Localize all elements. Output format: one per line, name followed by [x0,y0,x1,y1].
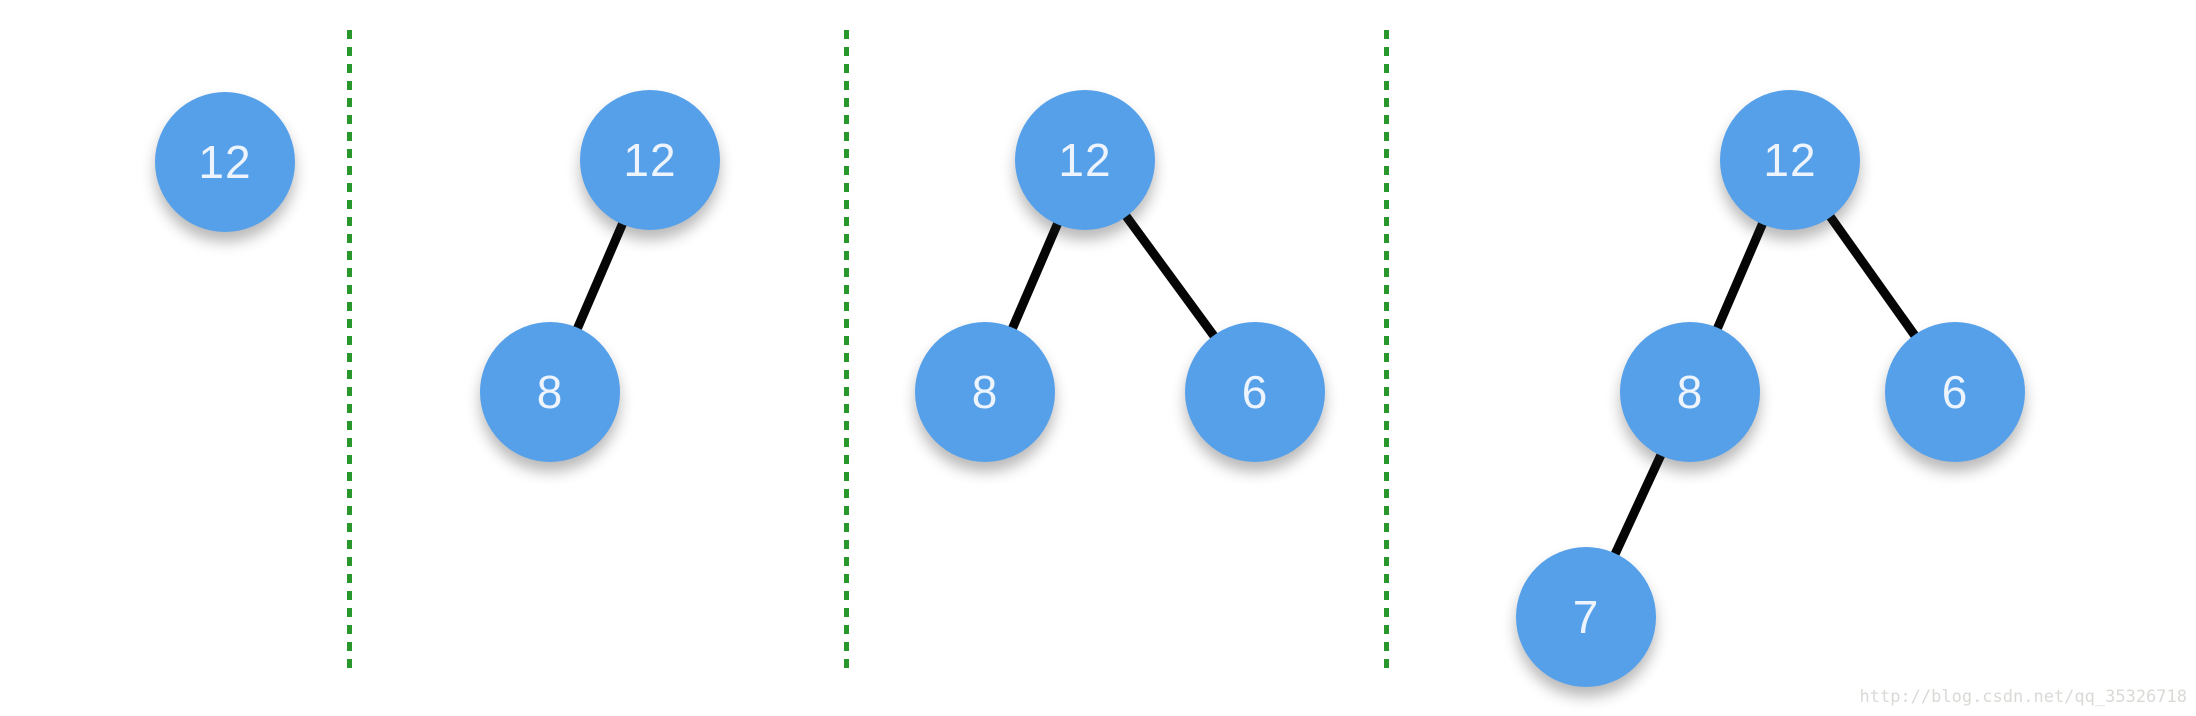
node-label: 12 [1763,134,1817,186]
step-divider-2 [844,30,849,676]
watermark-url: http://blog.csdn.net/qq_35326718 [1859,687,2187,707]
tree-node-12-step1: 12 [155,92,295,232]
node-label: 6 [1941,366,1969,418]
step-divider-3 [1384,30,1389,676]
tree-node-8-step2: 8 [480,322,620,462]
tree-node-6-step4: 6 [1885,322,2025,462]
tree-node-12-step3: 12 [1015,90,1155,230]
node-label: 8 [1676,366,1704,418]
tree-node-8-step3: 8 [915,322,1055,462]
node-label: 7 [1572,591,1600,643]
node-label: 6 [1241,366,1269,418]
tree-node-6-step3: 6 [1185,322,1325,462]
node-label: 8 [971,366,999,418]
tree-node-8-step4: 8 [1620,322,1760,462]
tree-node-7-step4: 7 [1516,547,1656,687]
node-label: 12 [623,134,677,186]
node-label: 12 [198,136,252,188]
node-label: 12 [1058,134,1112,186]
tree-node-12-step4: 12 [1720,90,1860,230]
step-divider-1 [347,30,352,676]
node-label: 8 [536,366,564,418]
tree-node-12-step2: 12 [580,90,720,230]
